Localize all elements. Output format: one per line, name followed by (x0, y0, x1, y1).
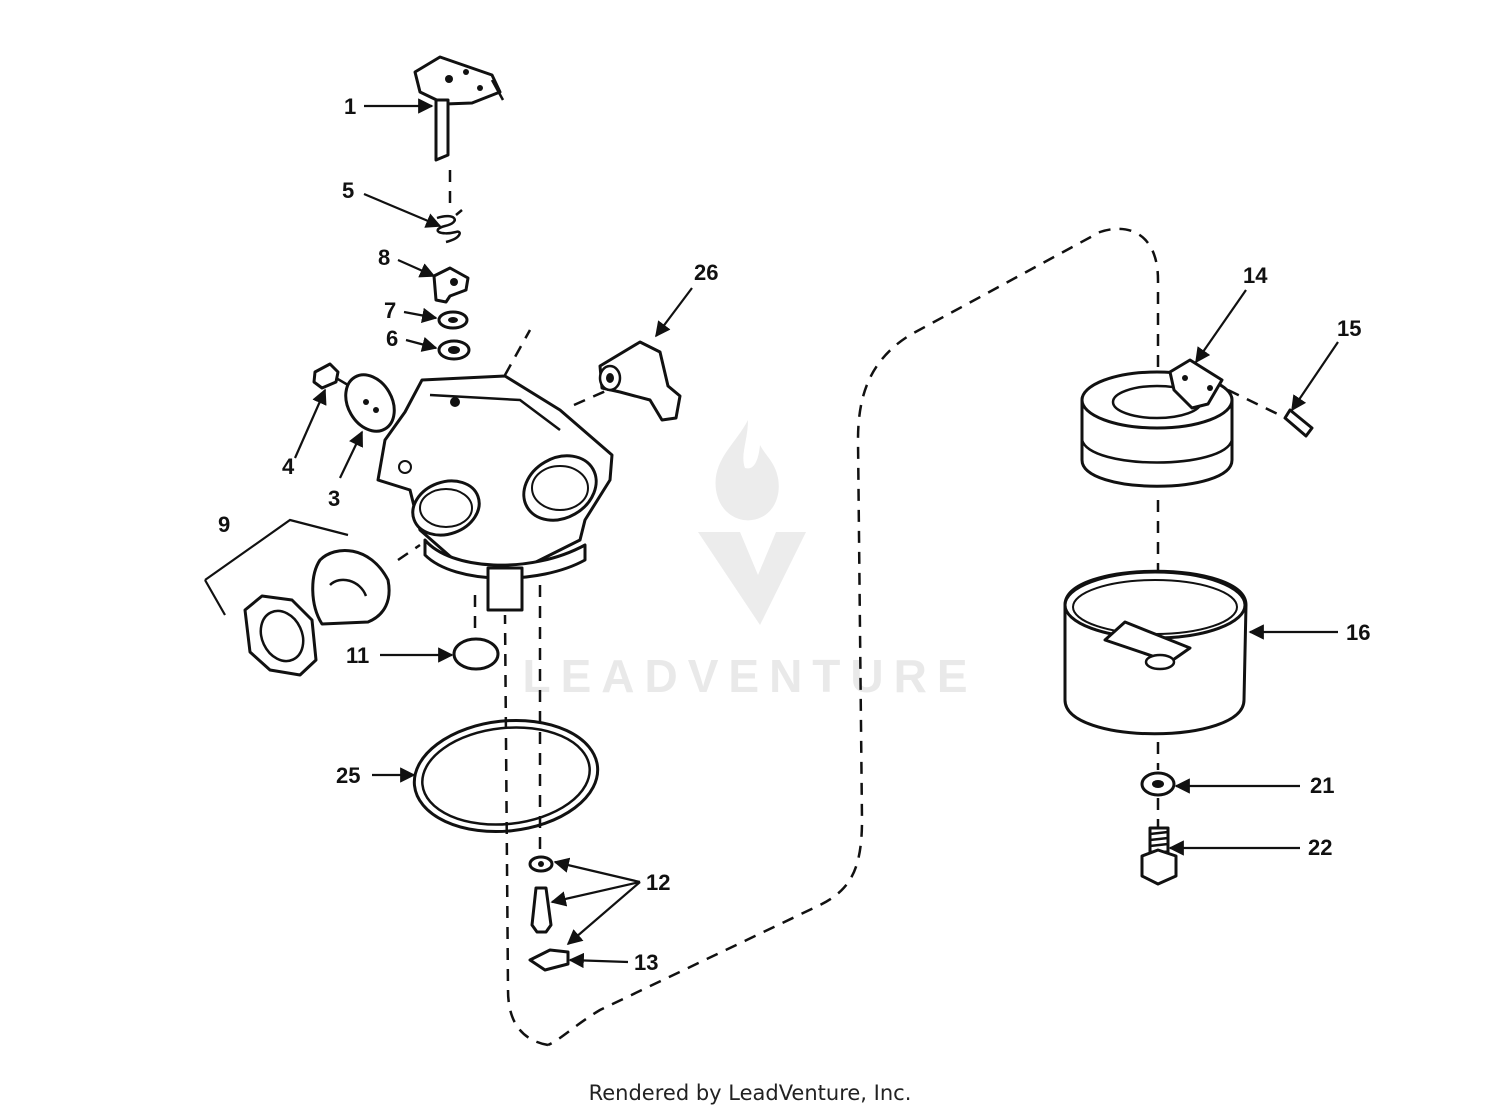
callout-9: 9 (218, 512, 230, 537)
float-pin-part (1283, 408, 1314, 438)
bowl-nut-part (1140, 826, 1178, 886)
callout-16: 16 (1346, 620, 1370, 645)
callout-1: 1 (344, 94, 356, 119)
callout-21: 21 (1310, 773, 1334, 798)
callout-5: 5 (342, 178, 354, 203)
leader-lines (293, 98, 1339, 969)
callout-15: 15 (1337, 316, 1361, 341)
callout-6: 6 (386, 326, 398, 351)
throttle-shaft-part (413, 55, 505, 162)
float-bowl-part (1063, 569, 1248, 736)
callout-8: 8 (378, 245, 390, 270)
watermark-text: LEADVENTURE (522, 650, 977, 702)
callout-12: 12 (646, 870, 670, 895)
welch-plug-part (452, 637, 500, 671)
callout-25: 25 (336, 763, 360, 788)
carburetor-body-part (376, 374, 614, 612)
throttle-plate-part (344, 373, 396, 433)
callout-14: 14 (1243, 263, 1268, 288)
needle-set-part (528, 855, 554, 934)
watermark-logo-icon (698, 420, 806, 625)
callout-7: 7 (384, 298, 396, 323)
primer-bulb-part (243, 548, 391, 677)
callout-26: 26 (694, 260, 718, 285)
callout-4: 4 (282, 454, 295, 479)
primer-bracket (204, 518, 349, 616)
bowl-gasket-part (412, 718, 600, 834)
lever-part (432, 266, 470, 304)
connection-dashed-loop (503, 227, 1160, 1047)
fuel-fitting-part (598, 340, 682, 422)
watermark: LEADVENTURE (522, 420, 977, 702)
needle-clip-part (528, 948, 570, 972)
callout-22: 22 (1308, 835, 1332, 860)
screw-part (312, 362, 349, 390)
spring-part (436, 209, 463, 244)
footer-credit: Rendered by LeadVenture, Inc. (589, 1081, 912, 1105)
callout-11: 11 (346, 643, 369, 668)
callout-3: 3 (328, 486, 340, 511)
float-part (1080, 358, 1234, 488)
callout-13: 13 (634, 950, 658, 975)
